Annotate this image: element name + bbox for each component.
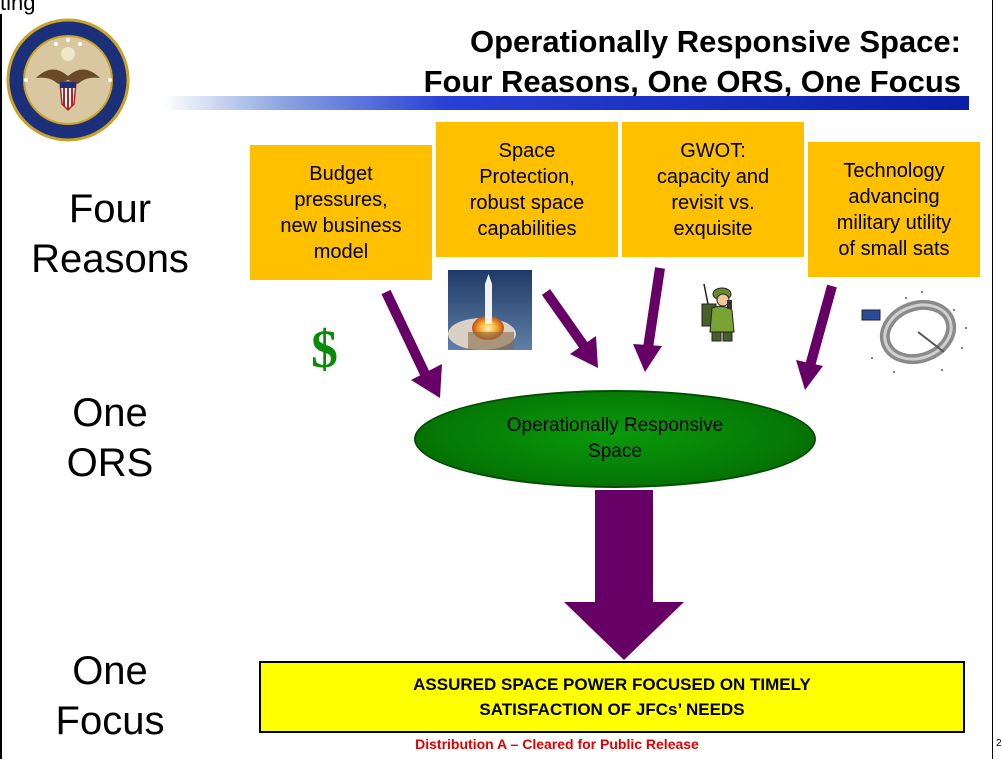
slide-title: Operationally Responsive Space: Four Rea… [424, 22, 961, 102]
reason-line: revisit vs. [671, 191, 755, 214]
reason-line: GWOT: [680, 139, 746, 162]
row-label-line: Four [68, 187, 152, 231]
title-line-1: Operationally Responsive Space: [469, 24, 961, 59]
reason-line: Space [498, 139, 556, 162]
satellite-icon [858, 288, 970, 376]
row-label-four-reasons: Four Reasons [0, 184, 220, 284]
ellipse-line: Space [588, 441, 642, 462]
row-label-line: One [72, 391, 148, 435]
ellipse-line: Operationally Responsive [506, 415, 724, 436]
reason-line: advancing [848, 185, 940, 208]
page-number: 2 [996, 738, 1002, 749]
reason-box-gwot: GWOT: capacity and revisit vs. exquisite [622, 122, 804, 257]
reason-line: pressures, [294, 188, 388, 211]
reason-line: capabilities [477, 217, 577, 240]
rocket-launch-icon [448, 270, 532, 350]
focus-line: SATISFACTION OF JFCs’ NEEDS [479, 700, 745, 719]
slide-border-left [0, 14, 2, 759]
distribution-footer: Distribution A – Cleared for Public Rele… [415, 736, 699, 752]
row-label-one-focus: One Focus [0, 646, 220, 746]
reason-line: of small sats [838, 237, 950, 260]
reason-box-space-protection: Space Protection, robust space capabilit… [436, 122, 618, 257]
reason-box-budget: Budget pressures, new business model [250, 145, 432, 280]
title-line-2: Four Reasons, One ORS, One Focus [423, 64, 961, 99]
row-label-one-ors: One ORS [0, 388, 220, 488]
row-label-line: Focus [55, 699, 165, 743]
reason-line: capacity and [656, 165, 770, 188]
row-label-line: One [72, 649, 148, 693]
cut-off-top-text: ting [0, 0, 36, 15]
soldier-radio-icon [694, 282, 744, 342]
reason-line: exquisite [673, 217, 753, 240]
focus-statement-box: ASSURED SPACE POWER FOCUSED ON TIMELY SA… [259, 661, 965, 733]
reason-line: Protection, [479, 165, 575, 188]
reason-box-technology: Technology advancing military utility of… [808, 142, 980, 277]
reason-line: military utility [836, 211, 952, 234]
reason-line: Technology [843, 159, 945, 182]
dollar-icon: $ [311, 319, 338, 379]
row-label-line: Reasons [31, 237, 189, 281]
reason-line: robust space [469, 191, 585, 214]
focus-line: ASSURED SPACE POWER FOCUSED ON TIMELY [413, 675, 811, 694]
ors-ellipse: Operationally Responsive Space [414, 390, 816, 488]
row-label-line: ORS [66, 441, 154, 485]
title-gradient-rule [163, 96, 969, 110]
reason-line: model [313, 240, 369, 263]
reason-line: Budget [309, 162, 373, 185]
slide-border-right [992, 0, 993, 759]
dod-seal-icon [6, 18, 130, 142]
reason-line: new business [280, 214, 402, 237]
